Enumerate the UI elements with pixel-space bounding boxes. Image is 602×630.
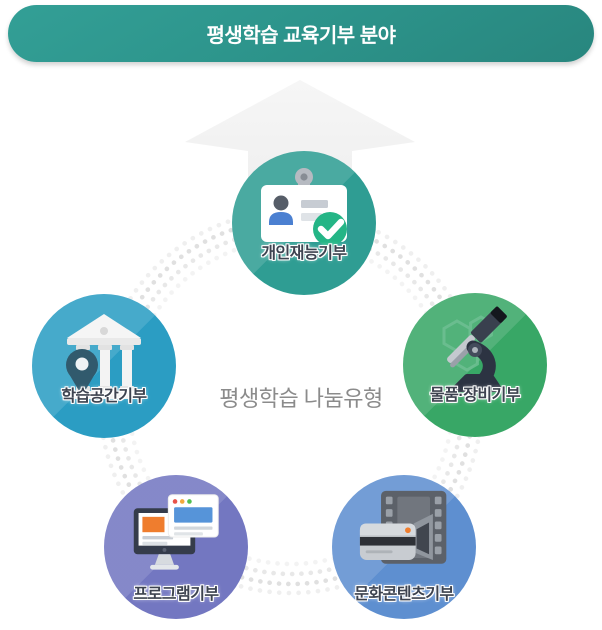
node-goods-equipment: 물품·장비기부 [403, 293, 547, 437]
computer-browser-icon [133, 494, 219, 570]
location-pin-icon [66, 349, 98, 396]
node-label: 물품·장비기부 [429, 387, 521, 404]
id-card-check-icon [261, 168, 347, 246]
node-label: 학습공간기부 [61, 388, 147, 405]
film-camera-icon [359, 490, 447, 564]
header-title: 평생학습 교육기부 분야 [206, 25, 396, 47]
node-personal-talent: 개인재능기부 [232, 151, 376, 295]
node-label: 문화콘텐츠기부 [354, 586, 454, 603]
node-cultural-content: 문화콘텐츠기부 [332, 475, 476, 619]
center-caption: 평생학습 나눔유형 [219, 386, 383, 411]
bank-building-pin-icon [63, 314, 145, 399]
instant-camera-icon [359, 523, 416, 560]
node-label: 개인재능기부 [261, 245, 347, 262]
node-label: 프로그램기부 [133, 586, 219, 603]
node-learning-space: 학습공간기부 [32, 294, 176, 438]
header-banner: 평생학습 교육기부 분야 [8, 5, 594, 62]
browser-window-icon [167, 494, 219, 538]
microscope-icon [442, 306, 507, 392]
node-program: 프로그램기부 [104, 475, 248, 619]
